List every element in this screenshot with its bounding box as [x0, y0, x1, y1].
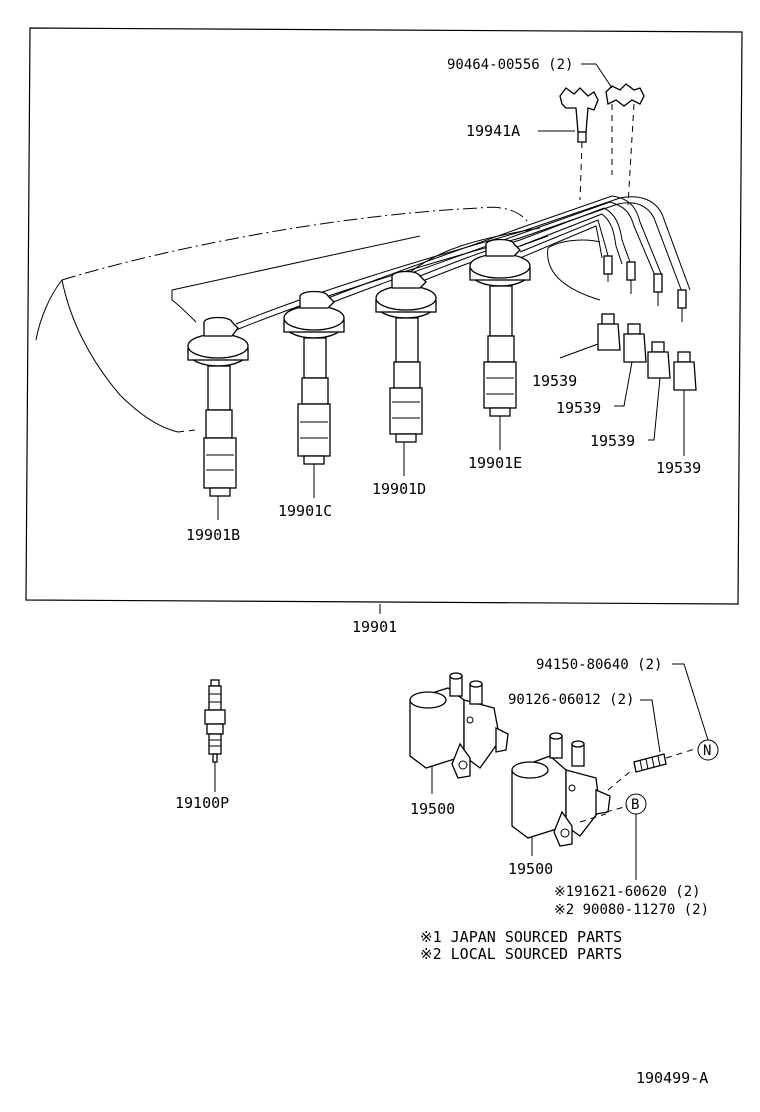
label-19901d: 19901D	[372, 480, 426, 498]
ignition-coil-1	[409, 672, 509, 779]
leader-19539-2	[614, 361, 633, 407]
callout-n: N	[703, 743, 711, 759]
cord-holder	[559, 87, 599, 201]
assembly-frame	[25, 27, 743, 605]
legend-japan-sourced: ※1 JAPAN SOURCED PARTS	[420, 928, 622, 946]
leader-94150	[672, 663, 709, 741]
leader-19539-1	[559, 343, 599, 359]
leader-19539-3	[648, 377, 661, 441]
label-90464-00556: 90464-00556 (2)	[447, 57, 573, 73]
stud-bolt	[633, 753, 667, 773]
label-94150-80640: 94150-80640 (2)	[536, 657, 662, 673]
dash-to-b-2	[579, 813, 607, 823]
spark-plug	[204, 679, 226, 763]
legend-local-sourced: ※2 LOCAL SOURCED PARTS	[420, 945, 622, 963]
cap-19539-2	[623, 323, 647, 363]
dash-to-n	[665, 747, 699, 759]
label-19500-1: 19500	[410, 800, 455, 818]
dash-to-b	[605, 805, 629, 813]
wire-terminals	[603, 255, 687, 322]
label-19100p: 19100P	[175, 794, 229, 812]
callout-b: B	[631, 797, 639, 813]
wire-bundle	[235, 195, 691, 331]
cord-boot-19901b	[187, 316, 249, 497]
cap-19539-3	[647, 341, 671, 379]
bolt-note-1: ※191621-60620 (2)	[554, 884, 701, 900]
label-19901: 19901	[352, 618, 397, 636]
bolt-note-2: ※2 90080-11270 (2)	[554, 902, 709, 918]
cord-boot-19901d	[375, 270, 437, 443]
cord-boot-19901e	[469, 238, 531, 417]
label-19901e: 19901E	[468, 454, 522, 472]
figure-number: 190499-A	[636, 1069, 708, 1087]
label-19500-2: 19500	[508, 860, 553, 878]
cord-boot-19901c	[283, 290, 345, 465]
label-90126-06012: 90126-06012 (2)	[508, 692, 634, 708]
label-19539-1: 19539	[532, 372, 577, 390]
label-19539-3: 19539	[590, 432, 635, 450]
label-19539-2: 19539	[556, 399, 601, 417]
callout-n-circle	[697, 739, 719, 761]
leader-90464	[581, 63, 613, 89]
clip-bolts	[605, 83, 645, 206]
label-19901b: 19901B	[186, 526, 240, 544]
ignition-coil-2	[511, 732, 611, 847]
dash-stud-coil	[607, 769, 633, 791]
label-19941a: 19941A	[466, 122, 520, 140]
cap-19539-4	[673, 351, 697, 391]
leader-90126	[640, 699, 661, 753]
engine-cover	[35, 206, 601, 433]
label-19901c: 19901C	[278, 502, 332, 520]
cap-19539-1	[597, 313, 621, 351]
label-19539-4: 19539	[656, 459, 701, 477]
